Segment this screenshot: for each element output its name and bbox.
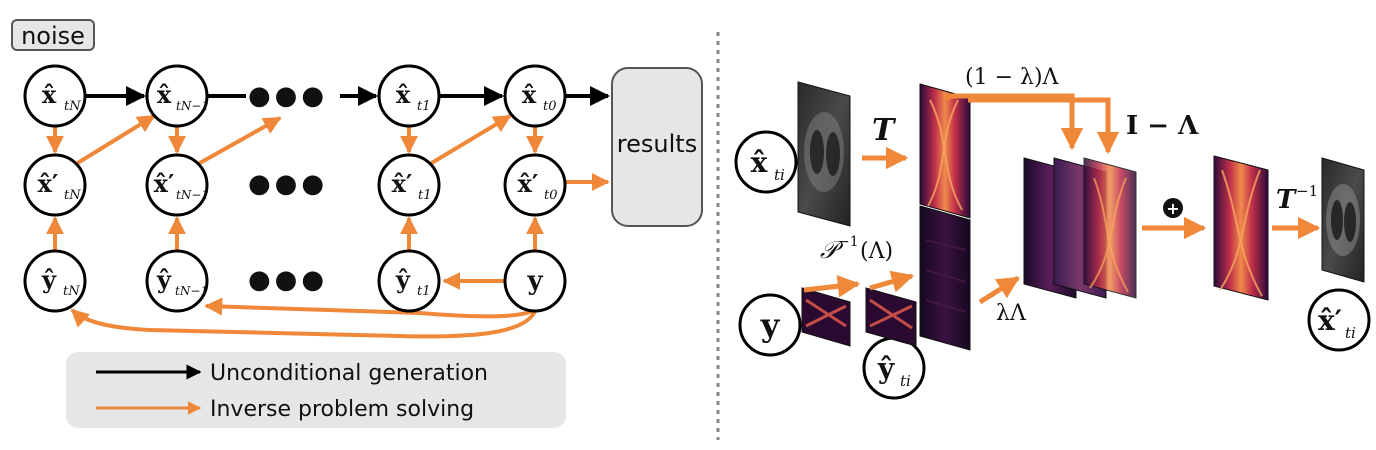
node-xprime-t1-sub: t1 bbox=[418, 188, 432, 203]
input-xhat-node: x̂ ti bbox=[734, 130, 798, 194]
op-P-arg: (Λ) bbox=[860, 239, 893, 264]
node-xprime-t0-base: x̂′ bbox=[518, 169, 539, 198]
node-xhat-t0-base: x̂ bbox=[522, 80, 537, 109]
ellipsis-bottom: ●●● bbox=[248, 265, 328, 295]
node-xhat-tN1-base: x̂ bbox=[157, 80, 172, 109]
arrow-yhat-to-pinv bbox=[869, 270, 915, 293]
node-yhat-tN: ŷ tN bbox=[23, 249, 87, 313]
yhat-ti-base: ŷ bbox=[877, 352, 895, 385]
legend: Unconditional generation Inverse problem… bbox=[66, 352, 566, 428]
node-xhat-t0: x̂ t0 bbox=[503, 64, 567, 128]
node-xprime-tN1: x̂′ tN−1 bbox=[145, 153, 209, 217]
ellipsis-middle: ●●● bbox=[248, 169, 328, 199]
noise-label: noise bbox=[21, 22, 85, 50]
node-yhat-tN1-base: ŷ bbox=[156, 265, 172, 294]
input-y-node: y bbox=[738, 293, 802, 357]
node-xprime-t0-sub: t0 bbox=[544, 188, 558, 203]
input-y-label: y bbox=[760, 306, 781, 344]
op-lambda-Lambda-label: λΛ bbox=[996, 301, 1027, 326]
node-xprime-t1: x̂′ t1 bbox=[377, 153, 441, 217]
right-panel: x̂ ti y ŷ ti x̂′ ti bbox=[734, 65, 1371, 400]
node-yhat-tN-base: ŷ bbox=[41, 265, 57, 294]
node-xhat-t1: x̂ t1 bbox=[377, 64, 441, 128]
left-panel: noise results ●●● ●●● bbox=[11, 19, 703, 428]
node-yhat-tN1: ŷ tN−1 bbox=[145, 249, 209, 313]
node-xprime-tN1-sub: tN−1 bbox=[176, 188, 209, 202]
node-xhat-tN1: x̂ tN−1 bbox=[145, 64, 209, 128]
transformed-image bbox=[919, 83, 971, 219]
node-xhat-t0-sub: t0 bbox=[543, 99, 557, 114]
inv-diag-xt1-prime-to-xt0 bbox=[428, 114, 512, 166]
node-yhat-t1: ŷ t1 bbox=[377, 249, 441, 313]
op-Tinv-base: T bbox=[1276, 185, 1297, 215]
node-xprime-tN: x̂′ tN bbox=[23, 153, 87, 217]
pseudo-inverse-image bbox=[919, 205, 971, 351]
inv-diag-xtN-prime-to-xtN1 bbox=[74, 114, 156, 166]
node-xprime-tN-sub: tN bbox=[64, 188, 81, 203]
node-xhat-tN1-sub: tN−1 bbox=[176, 99, 209, 113]
inv-diag-xtN1-prime-out bbox=[197, 116, 282, 166]
noise-tag-box bbox=[11, 19, 95, 51]
input-xhat-base: x̂ bbox=[751, 146, 768, 179]
output-xprime-base: x̂′ bbox=[1318, 304, 1342, 337]
output-xprime-sub: ti bbox=[1345, 324, 1356, 342]
node-yhat-tN-sub: tN bbox=[63, 284, 80, 299]
inv-curve-y-to-ytN bbox=[70, 308, 537, 339]
op-P-inverse-label: 𝒫 −1 (Λ) bbox=[820, 234, 893, 264]
node-yhat-tN1-sub: tN−1 bbox=[175, 284, 208, 298]
op-Tinv-label: T −1 bbox=[1276, 182, 1318, 215]
node-y: y bbox=[503, 249, 567, 313]
inv-curve-y-to-ytN1 bbox=[204, 297, 537, 319]
node-xprime-tN-base: x̂′ bbox=[38, 169, 59, 198]
arrow-I-minus-Lambda bbox=[968, 97, 1120, 155]
arrow-y-to-yhat-sino bbox=[803, 275, 861, 298]
arrow-one-minus-lambda bbox=[945, 93, 1084, 151]
y-sinogram bbox=[801, 287, 851, 347]
op-T-label: T bbox=[872, 113, 897, 148]
results-label: results bbox=[617, 130, 697, 158]
plus-icon: + bbox=[1163, 198, 1183, 218]
node-xhat-tN-base: x̂ bbox=[42, 80, 57, 109]
node-xprime-t1-base: x̂′ bbox=[392, 169, 413, 198]
op-one-minus-lambda-label: (1 − λ)Λ bbox=[965, 65, 1060, 90]
yhat-ti-node: ŷ ti bbox=[862, 336, 926, 400]
output-xprime-node: x̂′ ti bbox=[1307, 288, 1371, 352]
mask-identity-minus-lambda bbox=[1083, 157, 1137, 299]
legend-label-inverse: Inverse problem solving bbox=[210, 397, 474, 422]
yhat-ti-sub: ti bbox=[900, 372, 911, 390]
arrow-lambda-Lambda bbox=[978, 275, 1020, 305]
ct-input-image bbox=[797, 81, 851, 227]
node-xhat-tN-sub: tN bbox=[64, 99, 81, 114]
op-I-minus-Lambda-label: I − Λ bbox=[1126, 111, 1199, 141]
ct-output-image bbox=[1321, 157, 1365, 283]
node-xhat-t1-base: x̂ bbox=[396, 80, 411, 109]
node-xhat-tN: x̂ tN bbox=[23, 64, 87, 128]
op-Tinv-sup: −1 bbox=[1296, 182, 1318, 200]
plus-symbol: + bbox=[1166, 199, 1179, 218]
node-yhat-t1-base: ŷ bbox=[395, 265, 411, 294]
legend-label-unconditional: Unconditional generation bbox=[210, 361, 488, 386]
ellipsis-top: ●●● bbox=[248, 81, 328, 111]
op-P-sup: −1 bbox=[838, 234, 859, 250]
mask-stack bbox=[1023, 157, 1137, 299]
node-xprime-tN1-base: x̂′ bbox=[154, 169, 175, 198]
yhat-sinogram bbox=[865, 287, 917, 347]
results-box bbox=[611, 67, 703, 227]
node-yhat-t1-sub: t1 bbox=[417, 284, 431, 299]
summed-image bbox=[1213, 155, 1269, 301]
input-xhat-sub: ti bbox=[774, 166, 785, 184]
node-xhat-t1-sub: t1 bbox=[417, 99, 431, 114]
node-xprime-t0: x̂′ t0 bbox=[503, 153, 567, 217]
node-y-label: y bbox=[526, 266, 543, 296]
